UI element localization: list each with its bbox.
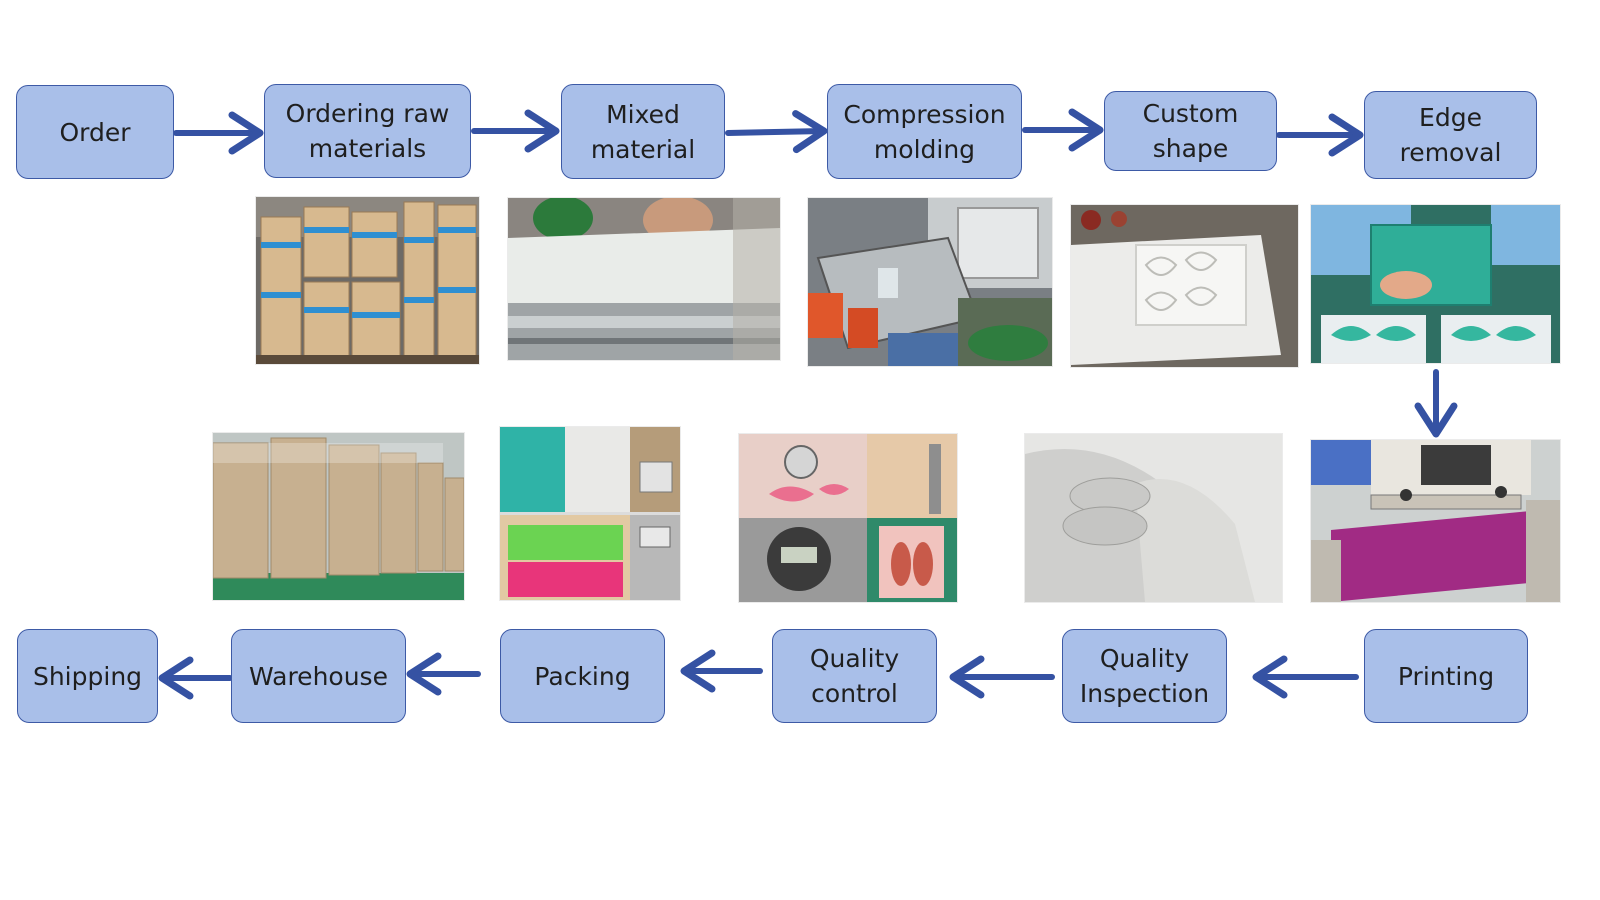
- step-quality-control[interactable]: Quality control: [772, 629, 937, 723]
- step-packing[interactable]: Packing: [500, 629, 665, 723]
- arrow-compression-molding-to-custom-shape: [1022, 108, 1104, 152]
- step-compression-molding[interactable]: Compression molding: [827, 84, 1022, 179]
- arrow-printing-to-quality-inspection: [1252, 655, 1359, 699]
- step-shipping[interactable]: Shipping: [17, 629, 158, 723]
- photo-packing-collage: [500, 427, 680, 600]
- arrow-quality-control-to-packing: [680, 649, 763, 693]
- photo-quality-control-collage: [739, 434, 957, 602]
- photo-quality-inspection-glove: [1025, 434, 1282, 602]
- arrow-mixed-material-to-compression-molding: [725, 110, 828, 154]
- photo-mixed-material-sheet: [508, 198, 780, 360]
- step-quality-inspection[interactable]: Quality Inspection: [1062, 629, 1227, 723]
- arrow-packing-to-warehouse: [406, 652, 481, 696]
- step-ordering-raw-materials[interactable]: Ordering raw materials: [264, 84, 471, 178]
- photo-raw-materials-boxes: [256, 197, 479, 364]
- step-warehouse[interactable]: Warehouse: [231, 629, 406, 723]
- step-printing[interactable]: Printing: [1364, 629, 1528, 723]
- step-edge-removal[interactable]: Edge removal: [1364, 91, 1537, 179]
- arrow-custom-shape-to-edge-removal: [1276, 113, 1364, 157]
- arrow-ordering-raw-materials-to-mixed-material: [471, 109, 560, 153]
- photo-compression-molding-machine: [808, 198, 1052, 366]
- step-mixed-material[interactable]: Mixed material: [561, 84, 725, 179]
- step-custom-shape[interactable]: Custom shape: [1104, 91, 1277, 171]
- photo-edge-removal-hands: [1311, 205, 1560, 363]
- arrow-quality-inspection-to-quality-control: [949, 655, 1055, 699]
- photo-warehouse-boxes: [213, 433, 464, 600]
- step-order[interactable]: Order: [16, 85, 174, 179]
- arrow-warehouse-to-shipping: [158, 656, 233, 700]
- photo-custom-shape-tray: [1071, 205, 1298, 367]
- arrow-edge-removal-to-printing: [1414, 369, 1458, 438]
- arrow-order-to-ordering-raw-materials: [173, 111, 264, 155]
- photo-printing-machine: [1311, 440, 1560, 602]
